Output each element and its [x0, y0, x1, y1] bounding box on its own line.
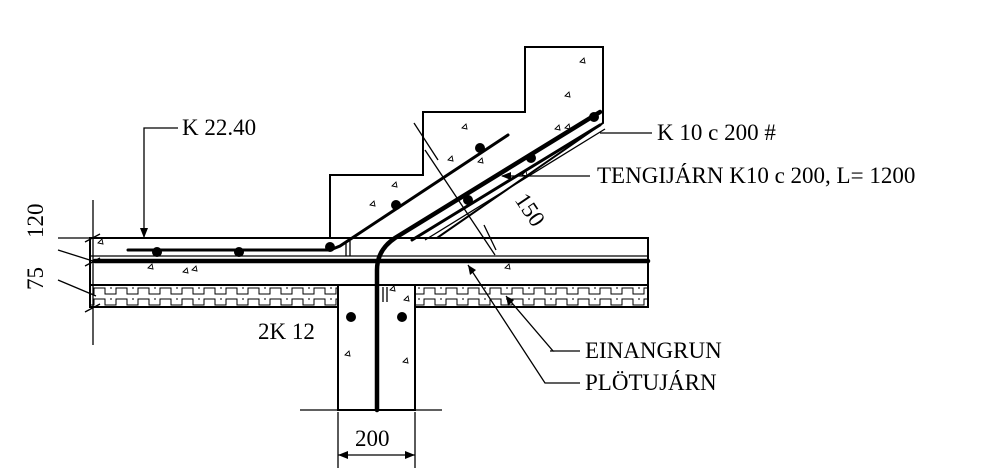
stair-bottom-bar-1 [410, 123, 602, 242]
rebar-dot [346, 312, 356, 322]
aggregate-marks [97, 57, 586, 364]
rebar-dot [589, 112, 599, 122]
rebar-dot [463, 195, 473, 205]
tie-bar [374, 109, 603, 413]
dim-200-label: 200 [355, 426, 390, 451]
wall-bars-label: 2K 12 [258, 319, 315, 344]
dim-200 [337, 412, 416, 468]
rebar-dot [475, 143, 485, 153]
insulation-left [89, 284, 339, 308]
rebar-dot [152, 247, 162, 257]
rebar-top-label: K 10 c 200 # [657, 120, 776, 145]
insulation-leader [505, 295, 580, 352]
rebar-dot [391, 200, 401, 210]
level-marker [140, 127, 178, 238]
dim-120-label: 120 [23, 204, 48, 239]
rebar-dot [526, 153, 536, 163]
dim-75-label: 75 [23, 267, 48, 290]
insulation-right [414, 284, 649, 308]
rebar-dot [234, 247, 244, 257]
dim-left [57, 200, 101, 345]
rebar-dot [325, 242, 335, 252]
level-label: K 22.40 [182, 115, 256, 140]
stair-bottom-bar-2 [424, 128, 606, 241]
insulation-label: EINANGRUN [585, 338, 722, 363]
tie-bars-label: TENGIJÁRN K10 c 200, L= 1200 [597, 163, 915, 188]
rebar-dot [397, 312, 407, 322]
dim-150-label: 150 [510, 189, 550, 232]
stair-top-bar [126, 133, 510, 252]
slab-bars-leader [467, 264, 580, 384]
stair-concrete [329, 46, 604, 239]
slab-bars-label: PLÖTUJÁRN [585, 370, 717, 395]
dim-150 [413, 122, 497, 256]
